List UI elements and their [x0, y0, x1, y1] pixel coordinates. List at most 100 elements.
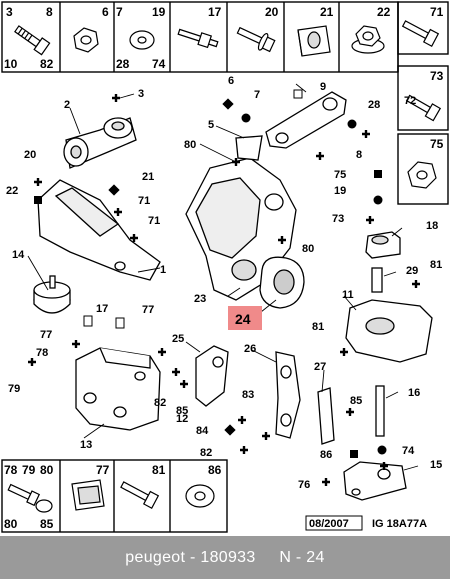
washer-marker-icon [241, 113, 251, 123]
callout-label: 19 [334, 185, 346, 197]
callout-label: 15 [430, 459, 442, 471]
callout-label: 71 [138, 195, 150, 207]
strip-label: 6 [102, 5, 109, 19]
bolt-washer-icon [7, 483, 53, 513]
callout-label: 72 [404, 95, 416, 107]
callout-label: 1 [160, 264, 166, 276]
block-marker-icon [350, 450, 358, 458]
strip-label: 81 [152, 463, 166, 477]
washer-marker-icon [347, 119, 357, 129]
strip-label: 77 [96, 463, 110, 477]
washer-marker-icon [377, 445, 387, 455]
strip-label: 86 [208, 463, 222, 477]
screw-icon [401, 20, 440, 47]
callout-label: 7 [254, 89, 260, 101]
callout-label: 18 [426, 220, 438, 232]
callout-label: 81 [312, 321, 324, 333]
strip-label: 22 [377, 5, 391, 19]
rubber-block-icon [297, 25, 331, 57]
strip-label: 85 [40, 517, 54, 531]
engine-mount-assembly [33, 91, 433, 501]
footer-ref: N - 24 [279, 548, 325, 566]
strip-label: 20 [265, 5, 279, 19]
clip-icon [71, 479, 105, 511]
callout-label: 81 [430, 259, 442, 271]
callout-label: 27 [314, 361, 326, 373]
callout-label: 13 [80, 439, 92, 451]
strip-label: 19 [152, 5, 166, 19]
parts-diagram: 3 8 10 82 6 7 19 28 74 17 20 21 22 71 [1, 1, 449, 533]
bolt-icon [405, 94, 442, 122]
bottom-strip [1, 459, 228, 533]
strip-label: 3 [6, 5, 13, 19]
strip-label: 82 [40, 57, 54, 71]
nut-icon [73, 27, 99, 53]
footer-sep: - [189, 548, 196, 566]
callout-label: 23 [194, 293, 206, 305]
callout-label: 77 [40, 329, 52, 341]
strip-label: 79 [22, 463, 36, 477]
washer-marker-icon [373, 195, 383, 205]
callout-label: 29 [406, 265, 418, 277]
callout-label: 77 [142, 304, 154, 316]
callout-label: 16 [408, 387, 420, 399]
callout-label: 3 [138, 88, 144, 100]
highlight-callout[interactable]: 24 [228, 306, 262, 330]
callout-label: 86 [320, 449, 332, 461]
top-strip [1, 1, 449, 73]
ring-icon [129, 30, 155, 50]
callout-label: 85 [350, 395, 362, 407]
callout-label: 74 [402, 445, 415, 457]
callout-label: 75 [334, 169, 346, 181]
doc-ref: IG 18A77A [372, 518, 427, 530]
right-label: 73 [430, 69, 444, 83]
small-stud-markers [83, 89, 303, 329]
right-label: 75 [430, 137, 444, 151]
callout-label: 20 [24, 149, 36, 161]
clip-marker-icon [293, 89, 303, 99]
right-column [397, 65, 449, 205]
highlight-label: 24 [235, 311, 251, 327]
screw-icon [120, 481, 160, 509]
callout-label: 84 [196, 425, 209, 437]
nut-marker-icon [224, 424, 236, 436]
strip-label: 10 [4, 57, 18, 71]
callout-label: 14 [12, 249, 25, 261]
callout-label: 8 [356, 149, 362, 161]
leader-lines [27, 83, 419, 471]
callout-label: 17 [96, 303, 108, 315]
footer-number: 180933 [200, 548, 256, 566]
bolt-icon [14, 25, 51, 56]
callout-label: 78 [36, 347, 48, 359]
strip-label: 7 [116, 5, 123, 19]
callout-label: 83 [242, 389, 254, 401]
spacer-marker-icon [115, 317, 125, 329]
nut-icon [407, 161, 437, 189]
callout-label: 82 [200, 447, 212, 459]
callout-label: 5 [208, 119, 214, 131]
footer-brand: peugeot [125, 548, 186, 566]
strip-label: 17 [208, 5, 222, 19]
callout-label: 80 [302, 243, 314, 255]
callout-label: 26 [244, 343, 256, 355]
callout-label: 11 [342, 289, 354, 301]
flange-nut-icon [351, 25, 385, 54]
callout-label: 22 [6, 185, 18, 197]
callout-label: 85 [176, 405, 188, 417]
strip-label: 71 [430, 5, 444, 19]
callout-label: 2 [64, 99, 70, 111]
doc-date: 08/2007 [309, 518, 349, 530]
callout-label: 82 [154, 397, 166, 409]
callout-label: 12 [176, 413, 188, 425]
strip-label: 8 [46, 5, 53, 19]
block-marker-icon [34, 196, 42, 204]
nut-marker-icon [222, 98, 234, 110]
stud-icon [177, 28, 219, 49]
footer-bar: peugeot - 180933 N - 24 [0, 536, 450, 579]
strip-label: 21 [320, 5, 334, 19]
callout-label: 76 [298, 479, 310, 491]
spacer-marker-icon [83, 315, 93, 327]
highlight-box[interactable] [228, 306, 262, 330]
strip-label: 78 [4, 463, 18, 477]
